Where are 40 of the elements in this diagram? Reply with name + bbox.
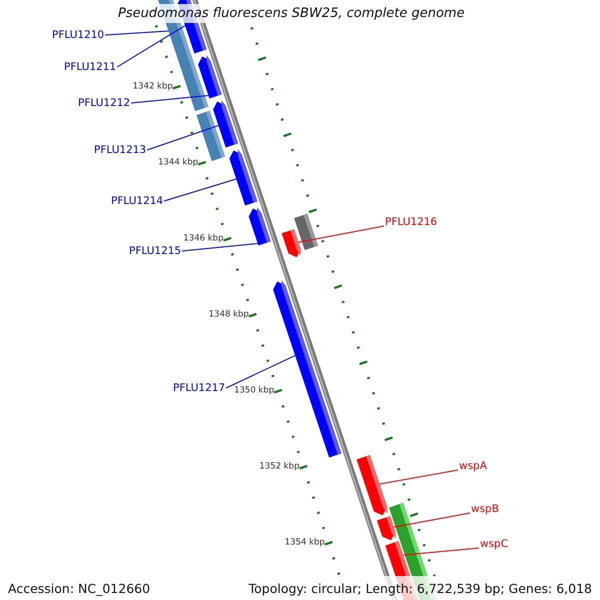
gene-block xyxy=(356,455,388,516)
leader-line xyxy=(130,95,209,104)
gene-bar xyxy=(196,110,226,162)
gene-label: wspC xyxy=(480,538,508,550)
gene-block xyxy=(376,516,396,540)
scale-label: 1346 kbp xyxy=(183,234,224,244)
gene-label: PFLU1210 xyxy=(52,29,104,41)
gene-block xyxy=(282,229,301,258)
scale-label: 1348 kbp xyxy=(208,310,249,320)
leader-line xyxy=(298,226,384,243)
leader-line xyxy=(164,178,237,202)
accession-text: Accession: NC_012660 xyxy=(8,580,150,596)
gene-label: PFLU1212 xyxy=(78,97,130,109)
scale-label: 1342 kbp xyxy=(132,82,173,92)
gene-label: wspB xyxy=(471,503,499,515)
leader-line xyxy=(226,355,296,388)
title: Pseudomonas fluorescens SBW25, complete genome xyxy=(118,6,465,21)
genome-info: Topology: circular; Length: 6,722,539 bp; Genes: 6,018 xyxy=(248,580,592,596)
scale-label: 1350 kbp xyxy=(234,386,274,396)
gene-block xyxy=(229,149,258,206)
scale-label: 1352 kbp xyxy=(259,462,300,472)
gene-bar xyxy=(294,214,318,250)
gene-label: PFLU1213 xyxy=(94,144,146,156)
gene-label: PFLU1216 xyxy=(385,216,438,228)
leader-line xyxy=(402,548,480,556)
leader-line xyxy=(379,470,458,485)
gene-block xyxy=(273,280,342,458)
leader-line xyxy=(393,512,470,528)
gene-label: PFLU1214 xyxy=(111,195,164,207)
leader-line xyxy=(116,25,186,68)
scale-label: 1344 kbp xyxy=(158,158,198,168)
gene-label: wspA xyxy=(459,460,487,472)
gene-block xyxy=(248,207,271,246)
gene-label: PFLU1211 xyxy=(64,61,116,73)
gene-label: PFLU1217 xyxy=(173,382,226,394)
gene-label: PFLU1215 xyxy=(129,245,182,257)
leader-line xyxy=(146,125,219,150)
leader-line xyxy=(104,30,169,36)
scale-label: 1354 kbp xyxy=(284,538,325,548)
leader-line xyxy=(182,243,258,252)
